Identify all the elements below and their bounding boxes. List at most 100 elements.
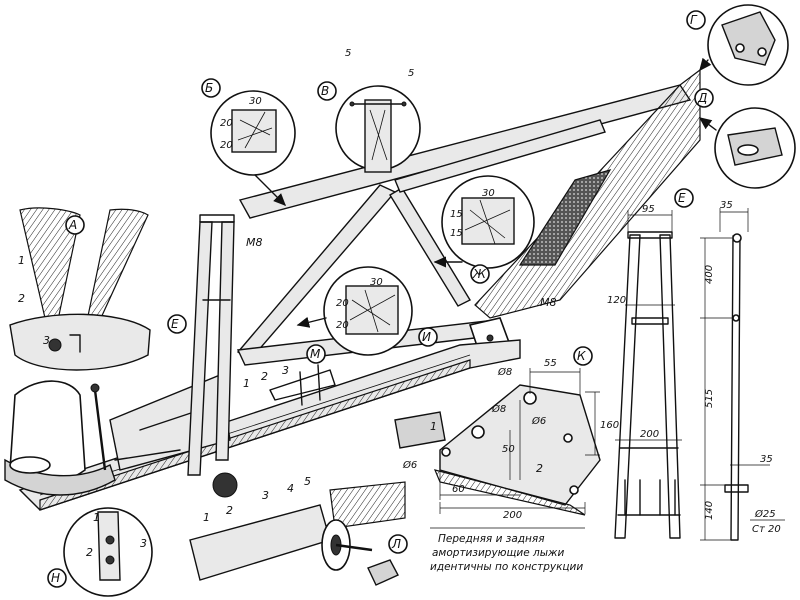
dim-e-515: 515 (704, 389, 715, 408)
letter-d: Д (697, 91, 707, 105)
k-ski (433, 469, 586, 516)
main-beam (4, 214, 521, 511)
dim-b-h1: 20 (220, 118, 233, 129)
e-single-bar (730, 235, 741, 541)
callout-m-2: 2 (261, 370, 268, 383)
letter-m: М (310, 347, 321, 361)
front-bumper (4, 458, 116, 496)
letter-e-ref: Е (678, 191, 686, 205)
letter-zh-badge: Ж (470, 264, 490, 284)
callout-m-1: 1 (243, 377, 250, 390)
callout-a-1: 1 (18, 254, 25, 267)
dim-e-d25: Ø25 (754, 508, 776, 520)
callout-m-3: 3 (282, 364, 289, 377)
dim-e-35-top: 35 (720, 200, 733, 211)
letter-v-badge: В (317, 81, 337, 101)
detail-v (335, 85, 421, 173)
dim-zh-h1: 15 (450, 209, 463, 220)
letter-a: А (68, 218, 77, 232)
l-beam-right (329, 481, 406, 529)
strap-left (19, 207, 81, 321)
dim-k-d6-right: Ø6 (531, 415, 546, 427)
dim-e-120: 120 (607, 295, 626, 306)
dim-k-d8-mid: Ø8 (491, 403, 506, 415)
detail-i (296, 266, 413, 356)
strap-buckle (48, 338, 62, 352)
upper-rear-tube (394, 119, 606, 193)
dim-v-right: 5 (408, 68, 414, 79)
detail-l (189, 481, 406, 586)
letter-a-badge: А (65, 215, 85, 235)
beam-side-hatch (39, 359, 471, 511)
callout-l-2: 2 (226, 504, 233, 517)
callout-k-1: 1 (430, 420, 437, 433)
caption-line-2: амортизирующие лыжи (432, 547, 564, 559)
detail-i-leader (296, 316, 327, 328)
dim-v-left: 5 (345, 48, 351, 59)
e-post-left (614, 234, 641, 539)
letter-g-badge: Г (686, 10, 706, 30)
dim-k-60: 60 (452, 484, 465, 495)
dim-k-d8-top: Ø8 (497, 366, 512, 378)
dim-e-140: 140 (704, 501, 715, 520)
part-a-straps (9, 207, 151, 371)
letter-k: К (577, 349, 586, 363)
seat (109, 374, 231, 471)
letter-n: Н (51, 571, 60, 585)
detail-g (699, 4, 789, 86)
letter-e-ref-badge: Е (674, 188, 694, 208)
strap-right (87, 208, 149, 321)
dim-i-h1: 20 (336, 298, 349, 309)
bolt-label-left: М8 (246, 236, 263, 249)
letter-zh: Ж (472, 267, 487, 281)
dim-e-95: 95 (642, 204, 655, 215)
letter-g: Г (690, 13, 698, 27)
labels: А Б В Г Д Е Е Ж (18, 10, 781, 588)
callout-n-3: 3 (140, 537, 147, 550)
callout-n-1: 1 (93, 511, 100, 524)
dim-zh-width: 30 (482, 188, 495, 199)
callout-a-2: 2 (18, 292, 25, 305)
headlamp (9, 456, 51, 474)
letter-d-badge: Д (694, 88, 714, 108)
l-beam-left (189, 504, 331, 581)
detail-n (63, 507, 153, 597)
dim-e-35-bot: 35 (760, 454, 773, 465)
steering-knob (90, 383, 100, 393)
part-m-bracket (269, 369, 336, 401)
dim-i-width: 30 (370, 277, 383, 288)
dim-k-200: 200 (503, 510, 522, 521)
callout-l-1: 1 (203, 511, 210, 524)
dim-b-h2: 20 (220, 140, 233, 151)
letter-e-post: Е (171, 317, 179, 331)
dim-k-d6-left: Ø6 (402, 459, 417, 471)
letter-b-badge: Б (201, 78, 221, 98)
dim-zh-h2: 15 (450, 228, 463, 239)
callout-l-5: 5 (304, 475, 311, 488)
rear-bolt-hole (486, 334, 494, 342)
bolt-label-right: М8 (540, 296, 557, 309)
detail-zh (433, 175, 535, 269)
rear-roller (212, 472, 238, 498)
steering-post (93, 389, 107, 471)
detail-zh-section (461, 197, 515, 245)
dim-k-160: 160 (600, 420, 619, 431)
dim-e-400: 400 (704, 265, 715, 284)
e-post-right (659, 234, 681, 539)
letter-k-badge: К (573, 346, 593, 366)
letter-b: Б (205, 81, 213, 95)
callout-l-3: 3 (262, 489, 269, 502)
k-stub (394, 411, 446, 449)
letter-l-badge: Л (388, 534, 408, 554)
detail-d (698, 107, 796, 189)
rear-mesh-panel (518, 169, 612, 266)
letter-i: И (422, 330, 431, 344)
letter-m-badge: М (306, 344, 326, 364)
letter-v: В (321, 84, 329, 98)
dim-k-55: 55 (544, 358, 557, 369)
detail-b-leader (254, 174, 286, 206)
detail-k (394, 368, 601, 529)
wheel-plate (367, 559, 399, 586)
caption-line-3: идентичны по конструкции (430, 561, 583, 573)
